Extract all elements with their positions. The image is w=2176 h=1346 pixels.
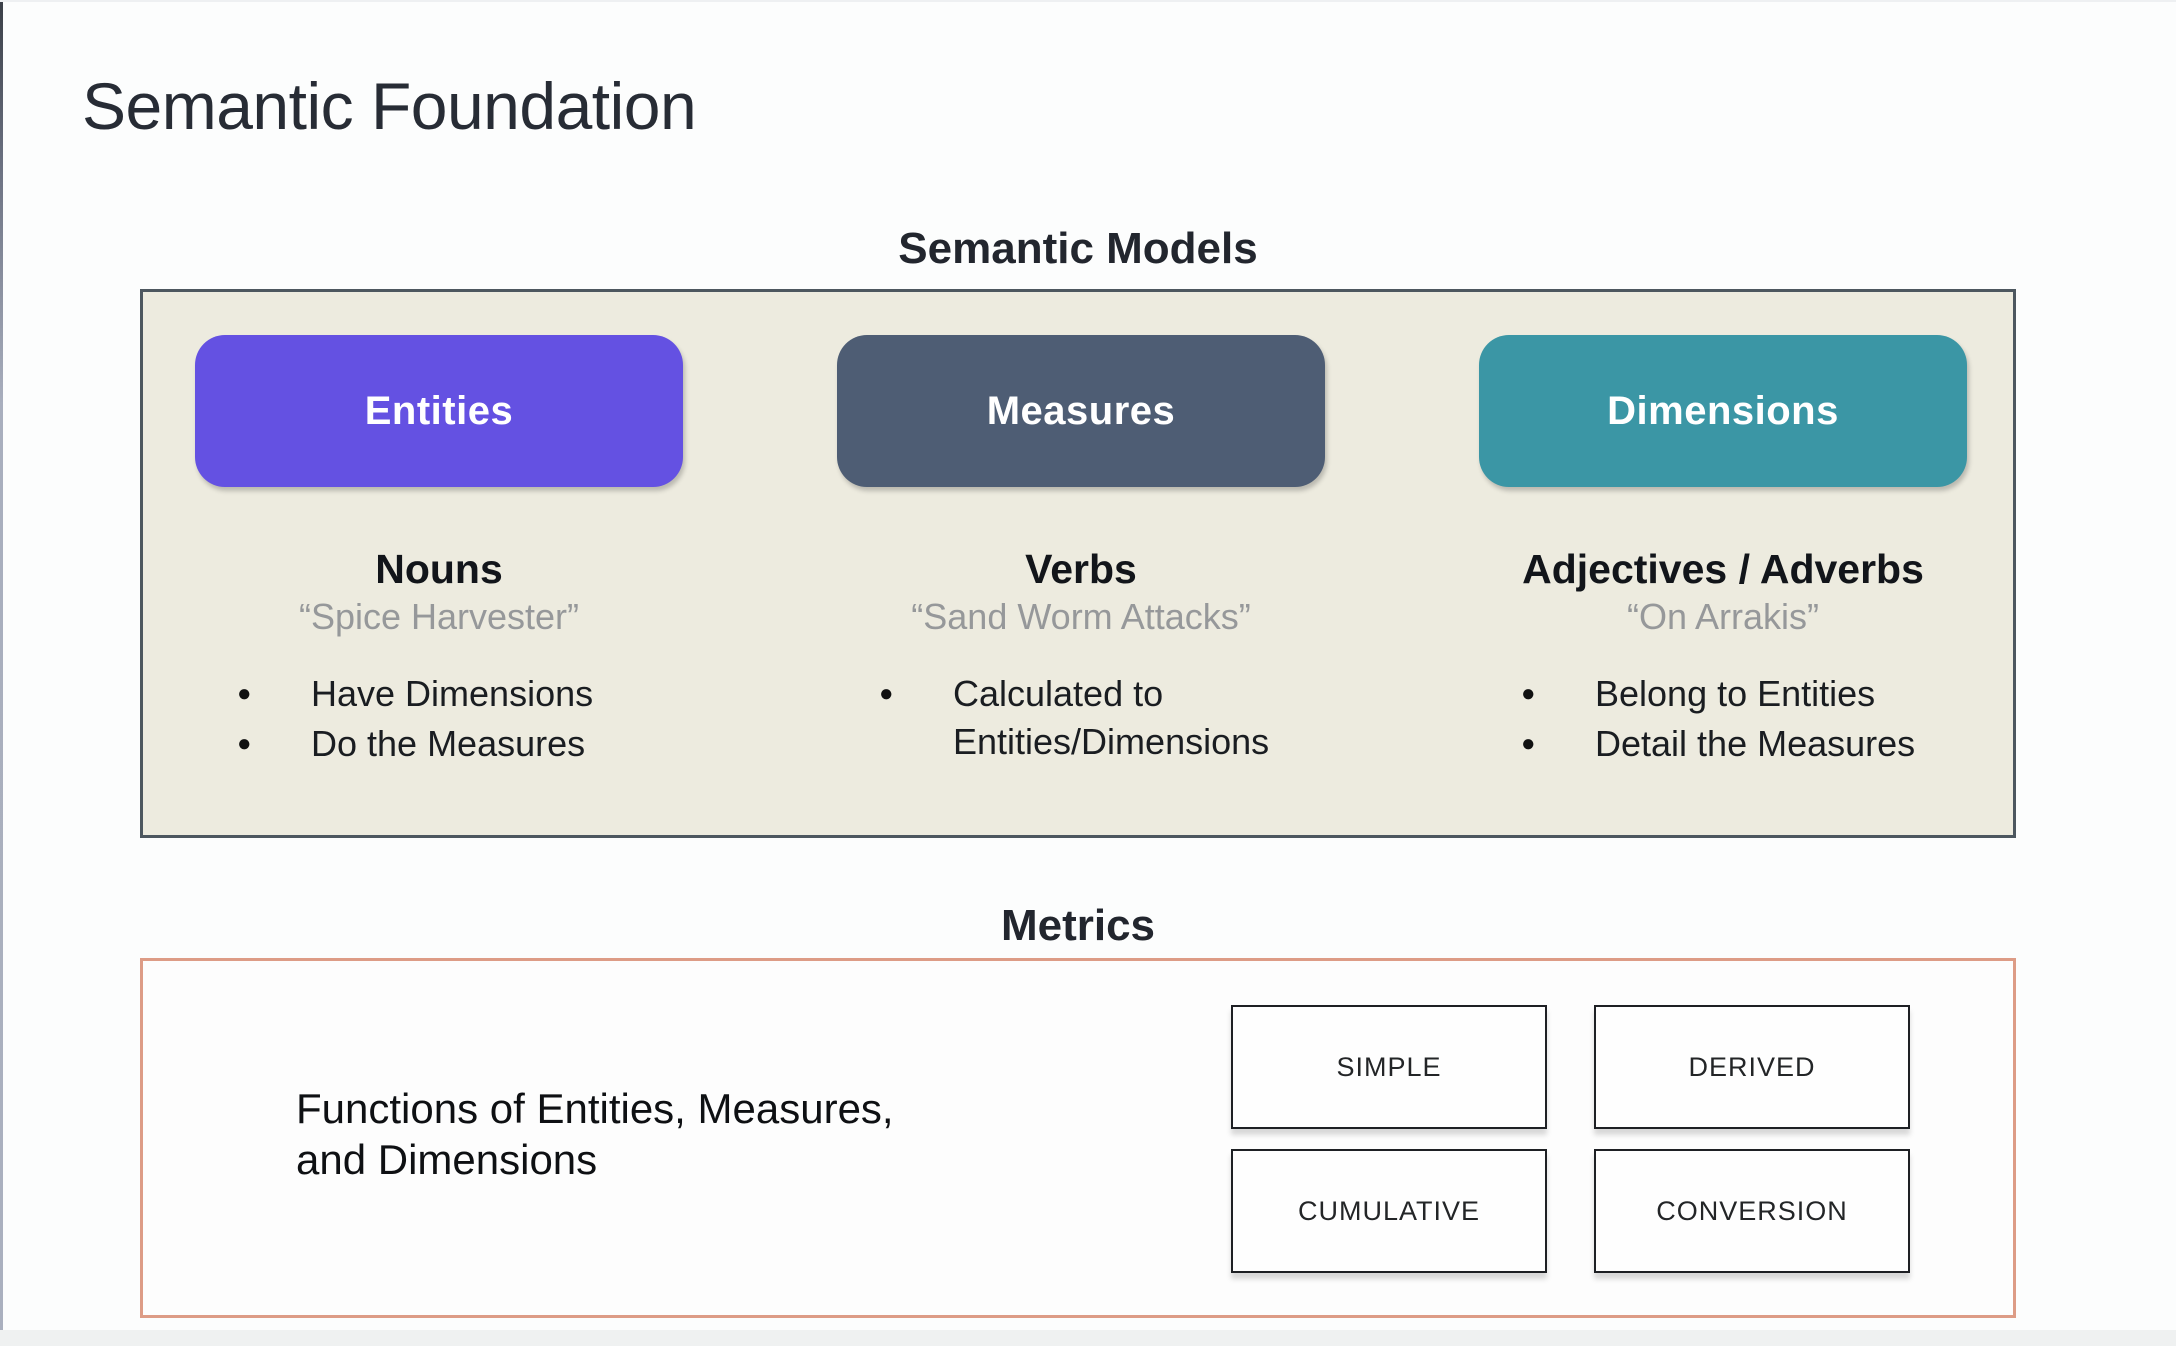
entities-column: Entities Nouns “Spice Harvester” ● Have … xyxy=(195,335,683,835)
metrics-description-line2: and Dimensions xyxy=(296,1136,598,1184)
window-bottom-edge xyxy=(0,1330,2176,1346)
entities-pill-label: Entities xyxy=(364,388,514,433)
dimensions-column: Dimensions Adjectives / Adverbs “On Arra… xyxy=(1479,335,1967,835)
entities-bullet-list: ● Have Dimensions ● Do the Measures xyxy=(195,670,683,768)
dimensions-term: Adjectives / Adverbs xyxy=(1522,546,1924,592)
metric-types-grid: SIMPLE DERIVED CUMULATIVE CONVERSION xyxy=(1231,1005,1910,1273)
list-item: ● Calculated to Entities/Dimensions xyxy=(837,670,1325,765)
bullet-icon: ● xyxy=(1521,730,1536,757)
entities-term: Nouns xyxy=(375,546,503,592)
semantic-models-panel: Entities Nouns “Spice Harvester” ● Have … xyxy=(140,289,2016,838)
window-left-edge xyxy=(0,0,3,1346)
measures-pill-label: Measures xyxy=(986,388,1176,433)
list-item: ● Do the Measures xyxy=(195,720,683,768)
metrics-heading: Metrics xyxy=(1000,901,1156,950)
metrics-description-line1: Functions of Entities, Measures, xyxy=(296,1085,894,1132)
bullet-icon: ● xyxy=(879,680,894,707)
metrics-panel: Functions of Entities, Measures, and Dim… xyxy=(140,958,2016,1318)
page-title: Semantic Foundation xyxy=(82,69,697,143)
dimensions-pill-label: Dimensions xyxy=(1607,388,1839,433)
metric-type-cumulative: CUMULATIVE xyxy=(1231,1149,1547,1273)
measures-column: Measures Verbs “Sand Worm Attacks” ● Cal… xyxy=(837,335,1325,835)
dimensions-bullet-list: ● Belong to Entities ● Detail the Measur… xyxy=(1479,670,1967,768)
dimensions-pill: Dimensions xyxy=(1479,335,1967,487)
measures-term: Verbs xyxy=(1025,546,1137,592)
bullet-icon: ● xyxy=(237,680,252,707)
metric-type-conversion: CONVERSION xyxy=(1594,1149,1910,1273)
metrics-description: Functions of Entities, Measures, and Dim… xyxy=(296,1083,894,1185)
metric-type-simple: SIMPLE xyxy=(1231,1005,1547,1129)
window-top-edge xyxy=(0,0,2176,2)
entities-quote: “Spice Harvester” xyxy=(298,596,580,637)
bullet-icon: ● xyxy=(237,730,252,757)
measures-bullet-list: ● Calculated to Entities/Dimensions xyxy=(837,670,1325,765)
measures-quote: “Sand Worm Attacks” xyxy=(911,596,1251,637)
metric-type-derived: DERIVED xyxy=(1594,1005,1910,1129)
entities-pill: Entities xyxy=(195,335,683,487)
list-item: ● Detail the Measures xyxy=(1479,720,1967,768)
bullet-icon: ● xyxy=(1521,680,1536,707)
semantic-models-heading: Semantic Models xyxy=(898,224,1258,273)
list-item: ● Have Dimensions xyxy=(195,670,683,718)
dimensions-quote: “On Arrakis” xyxy=(1626,596,1820,637)
measures-pill: Measures xyxy=(837,335,1325,487)
list-item: ● Belong to Entities xyxy=(1479,670,1967,718)
